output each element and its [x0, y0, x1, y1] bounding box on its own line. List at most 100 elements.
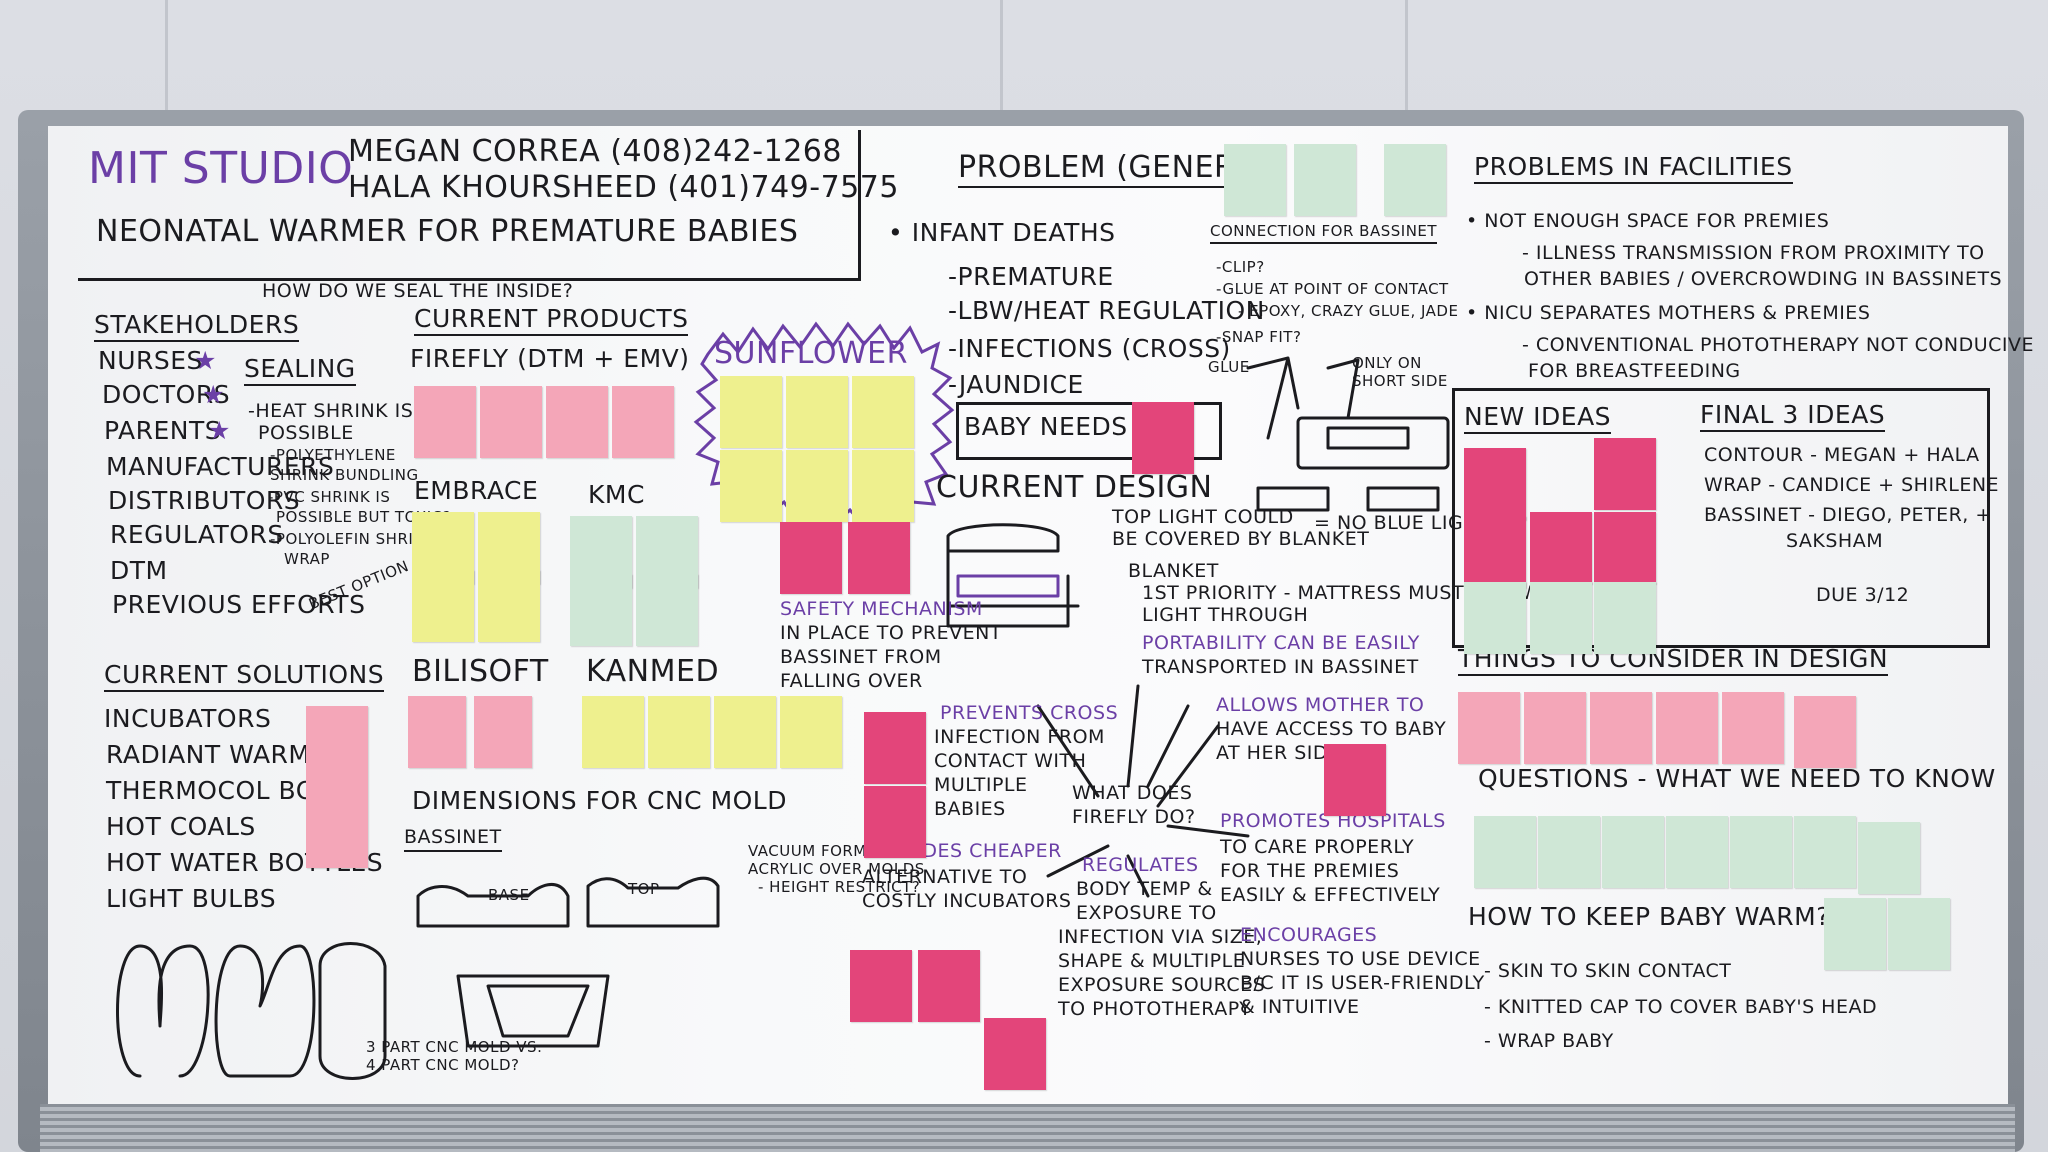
stakeholder-item: REGULATORS [110, 520, 284, 549]
final-ideas-heading: FINAL 3 IDEAS [1700, 401, 1886, 433]
safety-note: FALLING OVER [780, 670, 923, 692]
priority-note: LIGHT THROUGH [1142, 604, 1309, 626]
sealing-question: HOW DO WE SEAL THE INSIDE? [262, 280, 574, 302]
cnc-question: 3 PART CNC MOLD VS. [366, 1038, 543, 1056]
cnc-mold-sketch [416, 876, 720, 1048]
questions-heading: QUESTIONS - WHAT WE NEED TO KNOW [1478, 764, 1996, 793]
connection-sketch [1246, 356, 1450, 512]
regulates-node: EXPOSURE TO [1076, 902, 1217, 924]
embrace-label: EMBRACE [414, 476, 539, 505]
sticky-note [582, 696, 644, 768]
sealing-line: POSSIBLE [258, 422, 354, 444]
wall-seam [1000, 0, 1003, 130]
sealing-line: -POLYOLEFIN SHRINK [270, 530, 436, 548]
sticky-note [1464, 582, 1526, 654]
prevents-node: MULTIPLE [934, 774, 1028, 796]
kanmed-label: KANMED [586, 654, 720, 689]
kmc-label: KMC [588, 480, 645, 509]
sealing-line: POSSIBLE BUT TOXIC? [276, 508, 452, 526]
promotes-node: TO CARE PROPERLY [1220, 836, 1415, 858]
keep-warm-item: - SKIN TO SKIN CONTACT [1484, 960, 1732, 982]
facilities-heading: PROBLEMS IN FACILITIES [1474, 153, 1793, 185]
sticky-note [864, 712, 926, 784]
connection-heading: CONNECTION FOR BASSINET [1210, 223, 1438, 244]
stakeholder-item: DOCTORS [102, 380, 231, 409]
solution-item: INCUBATORS [104, 704, 272, 733]
problem-item: -LBW/HEAT REGULATION [948, 296, 1265, 325]
sticky-note [478, 570, 540, 642]
dimensions-heading: DIMENSIONS FOR CNC MOLD [412, 786, 787, 815]
sticky-note [852, 450, 914, 522]
sticky-note [1594, 512, 1656, 584]
top-label: TOP [628, 880, 660, 898]
regulates-node: BODY TEMP & [1076, 878, 1213, 900]
sticky-note [1474, 816, 1536, 888]
current-products-heading: CURRENT PRODUCTS [414, 305, 689, 337]
bassinet-dimension-label: BASSINET [404, 827, 502, 852]
problem-item: -PREMATURE [948, 262, 1114, 291]
wall-seam [1405, 0, 1408, 130]
sticky-note [1324, 744, 1386, 816]
keep-warm-item: - KNITTED CAP TO COVER BABY'S HEAD [1484, 996, 1878, 1018]
top-light-note: BE COVERED BY BLANKET [1112, 528, 1370, 550]
top-light-note: TOP LIGHT COULD [1112, 506, 1294, 528]
final-idea-item: BASSINET - DIEGO, PETER, + [1704, 504, 1992, 526]
sticky-note [720, 376, 782, 448]
sticky-note [546, 386, 608, 458]
sticky-note [1666, 816, 1728, 888]
bassinet-shape-sketches [116, 942, 387, 1080]
solution-item: LIGHT BULBS [106, 884, 277, 913]
star-icon: ★ [208, 416, 231, 445]
sticky-note [412, 570, 474, 642]
sticky-note [850, 950, 912, 1022]
final-idea-item: CONTOUR - MEGAN + HALA [1704, 444, 1980, 466]
sealing-line: -HEAT SHRINK IS [248, 400, 414, 422]
sticky-note [1794, 816, 1856, 888]
priority-note: 1ST PRIORITY - MATTRESS MUST ALLOW [1142, 582, 1541, 604]
glue-label: GLUE [1208, 358, 1250, 376]
sticky-note [1722, 692, 1784, 764]
promotes-node: FOR THE PREMIES [1220, 860, 1400, 882]
sticky-note [1888, 898, 1950, 970]
sealing-line: SHRINK BUNDLING [270, 466, 419, 484]
sticky-note [306, 762, 368, 812]
star-icon: ★ [202, 380, 225, 409]
provides-node: COSTLY INCUBATORS [862, 890, 1072, 912]
sticky-note [1602, 816, 1664, 888]
current-design-sketch [946, 523, 1080, 628]
sticky-note [1524, 692, 1586, 764]
sticky-note [918, 950, 980, 1022]
base-label: BASE [488, 886, 530, 904]
sticky-note [1224, 144, 1286, 216]
sticky-note [1794, 696, 1856, 768]
sticky-note [474, 696, 532, 768]
sunflower-outline [693, 321, 955, 531]
facilities-line: • NOT ENOUGH SPACE FOR PREMIES [1466, 210, 1830, 232]
sticky-note [648, 696, 710, 768]
sticky-note [306, 812, 368, 868]
final-idea-item: WRAP - CANDICE + SHIRLENE [1704, 474, 2000, 496]
connection-line: -CLIP? [1216, 258, 1265, 276]
bilisoft-label: BILISOFT [412, 654, 549, 689]
sticky-note [780, 522, 842, 594]
wall-seam [165, 0, 168, 130]
vacuum-note: VACUUM FORM [748, 842, 867, 860]
mind-map-lines [1036, 684, 1250, 898]
sticky-note [984, 1018, 1046, 1090]
vacuum-note: - HEIGHT RESTRICT? [758, 878, 921, 896]
sticky-note [786, 450, 848, 522]
sticky-note [1464, 516, 1526, 588]
encourages-node: B/C IT IS USER-FRIENDLY [1240, 972, 1485, 994]
facilities-line: - CONVENTIONAL PHOTOTHERAPY NOT CONDUCIV… [1522, 334, 2034, 356]
sticky-note [1590, 692, 1652, 764]
safety-note: BASSINET FROM [780, 646, 942, 668]
sticky-note [1858, 822, 1920, 894]
sticky-note [1594, 438, 1656, 510]
sealing-line: -POLYETHYLENE [270, 446, 396, 464]
sticky-note [414, 386, 476, 458]
promotes-node: EASILY & EFFECTIVELY [1220, 884, 1441, 906]
sticky-note [1656, 692, 1718, 764]
prevents-node: INFECTION FROM [934, 726, 1105, 748]
connection-line: - EPOXY, CRAZY GLUE, JADE [1238, 302, 1459, 320]
sunflower-label: SUNFLOWER [714, 336, 908, 371]
